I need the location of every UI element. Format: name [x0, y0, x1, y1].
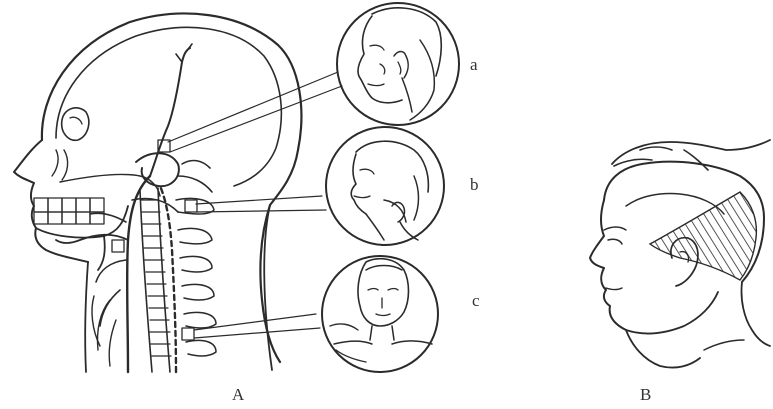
arteries: [56, 44, 212, 372]
label-detail-a: a: [470, 56, 478, 73]
face-b-profile: [590, 200, 626, 330]
label-detail-c: c: [472, 292, 480, 309]
face-profile: [14, 140, 88, 262]
orbit: [62, 108, 89, 140]
detail-circle-a: [337, 3, 459, 125]
teeth: [34, 198, 104, 224]
detail-circle-b: [326, 127, 444, 245]
detail-circle-c: [322, 256, 438, 372]
target-box-c: [182, 328, 194, 340]
label-panel-a: A: [232, 386, 244, 403]
cervical-spine: [140, 188, 216, 372]
panel-b-drawing: [590, 140, 770, 368]
head-outline: [42, 13, 301, 362]
examiner-hand: [612, 140, 770, 164]
target-box-b: [185, 200, 197, 212]
leader-lines: [168, 72, 342, 338]
target-box-side: [112, 240, 124, 252]
label-panel-b: B: [640, 386, 651, 403]
panel-a-drawing: [14, 13, 342, 372]
skull-outline: [56, 27, 281, 186]
hatched-region: [650, 192, 756, 280]
label-detail-b: b: [470, 176, 479, 193]
